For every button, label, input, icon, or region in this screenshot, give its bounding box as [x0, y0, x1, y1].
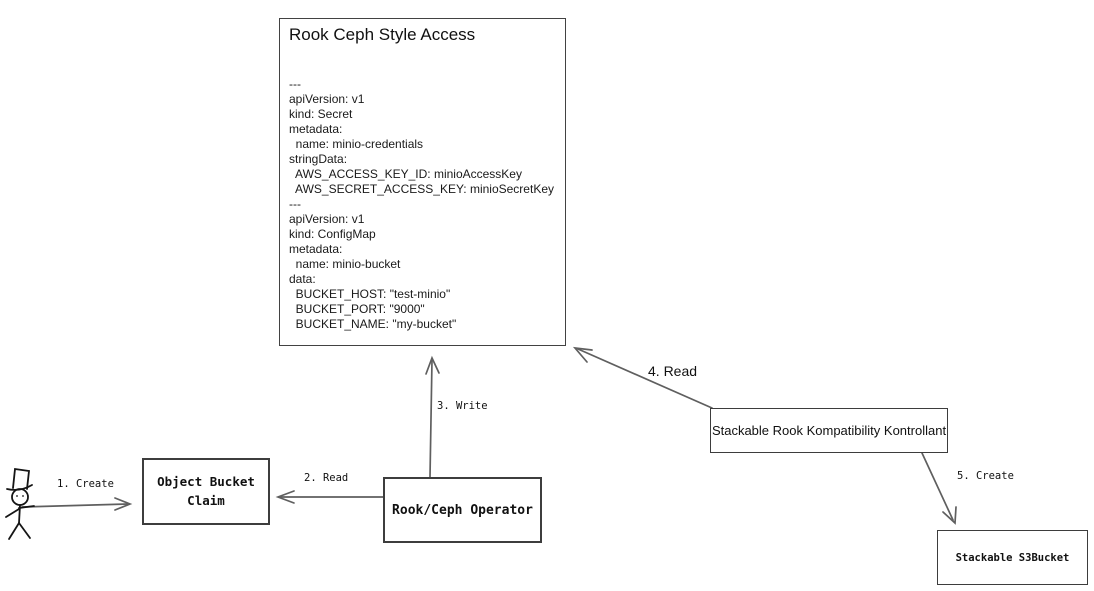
node-stackable-rook-kompatibility-kontrollant: Stackable Rook Kompatibility Kontrollant — [710, 408, 948, 453]
node-stackable-s3bucket: Stackable S3Bucket — [937, 530, 1088, 585]
edge-label-create-5: 5. Create — [957, 470, 1014, 482]
edge-label-create-1: 1. Create — [57, 478, 114, 490]
leg-right — [18, 522, 31, 539]
torso — [18, 504, 21, 524]
arrowhead-upleft-icon — [572, 346, 593, 363]
edge-create-1 — [21, 497, 133, 511]
main-box-yaml-text: --- apiVersion: v1 kind: Secret metadata… — [289, 77, 554, 331]
head — [11, 488, 29, 506]
edge-label-write-3: 3. Write — [437, 400, 488, 412]
edge-read-2 — [275, 490, 384, 504]
arrowhead-right-icon — [114, 497, 133, 511]
edge-write-3 — [425, 355, 440, 478]
user-stick-figure-icon — [5, 467, 35, 540]
arm-right — [18, 505, 35, 509]
arrowhead-left-icon — [275, 490, 295, 504]
arrowhead-down-icon — [942, 506, 957, 525]
arrowhead-up-icon — [425, 355, 440, 375]
leg-left — [8, 522, 20, 540]
edge-label-read-2: 2. Read — [304, 472, 349, 484]
node-rook-ceph-operator: Rook/Ceph Operator — [383, 477, 542, 543]
eye-left — [16, 495, 18, 497]
eye-right — [22, 495, 24, 497]
node-rook-ceph-style-access: Rook Ceph Style Access --- apiVersion: v… — [279, 18, 566, 346]
node-object-bucket-claim: Object Bucket Claim — [142, 458, 270, 525]
hat-brim — [6, 484, 33, 491]
main-box-title: Rook Ceph Style Access — [289, 25, 476, 44]
arm-left — [5, 508, 20, 518]
edge-create-5 — [921, 452, 957, 525]
edge-label-read-4: 4. Read — [648, 363, 698, 379]
hat-crown — [12, 467, 30, 490]
